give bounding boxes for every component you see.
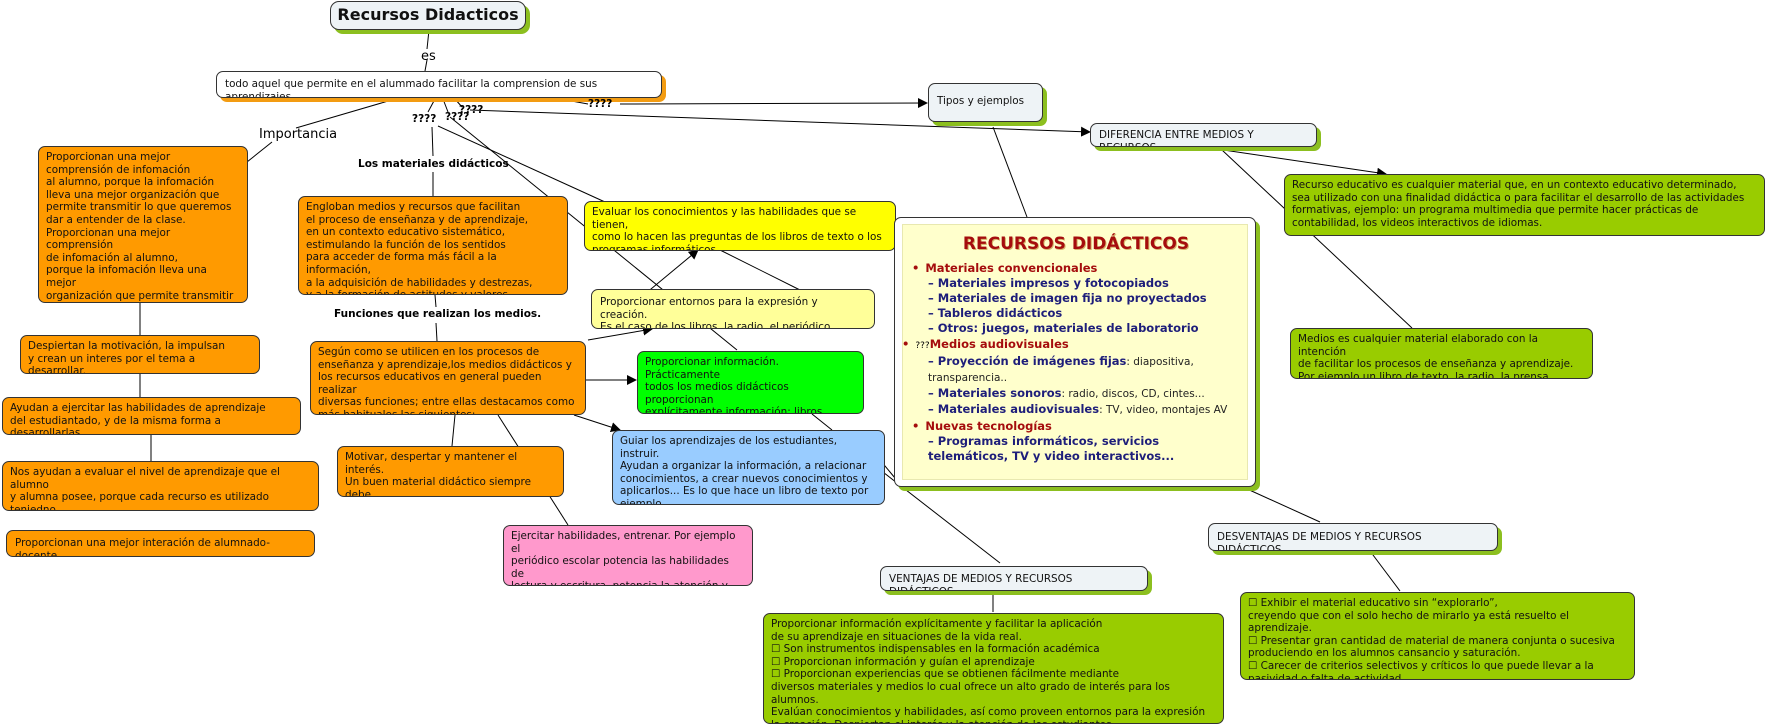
diferencia-node[interactable]: DIFERENCIA ENTRE MEDIOS Y RECURSOS (1090, 123, 1317, 147)
slide-section-prefix: ??? (915, 341, 930, 351)
slide-section-convencionales: Materiales convencionales (912, 260, 1240, 276)
link-entornos-evaluar (719, 249, 801, 291)
medio-def-node[interactable]: Medios es cualquier material elaborado c… (1290, 328, 1593, 379)
slide-section-audiovisuales: ???Medios audiovisuales (902, 336, 1240, 354)
link-def-q3 (454, 98, 463, 108)
slide-item: Proyección de imágenes fijas: diapositiv… (912, 354, 1240, 386)
link-es-definicion (424, 59, 428, 72)
link-def-q4 (554, 97, 589, 105)
slide-section-tecnologias: Nuevas tecnologías (912, 418, 1240, 434)
slide-item-detail: : radio, discos, CD, cintes... (1061, 388, 1205, 400)
label-funciones: Funciones que realizan los medios. (334, 308, 542, 320)
label-q2: ???? (445, 111, 470, 123)
importancia-4-node[interactable]: Nos ayudan a evaluar el nivel de aprendi… (2, 461, 319, 511)
slide-item: Tableros didácticos (912, 306, 1240, 321)
label-q3: ???? (459, 104, 484, 116)
slide-item: Materiales sonoros: radio, discos, CD, c… (912, 386, 1240, 402)
guiar-node[interactable]: Guiar los aprendizajes de los estudiante… (612, 430, 885, 505)
link-engloban-funciones (434, 294, 437, 308)
link-diferencia-medio (1221, 149, 1413, 329)
informacion-node[interactable]: Proporcionar información. Prácticamente … (637, 351, 864, 414)
link-informacion-guiar (811, 413, 833, 431)
link-diferencia-recurso (1209, 147, 1387, 178)
link-segun-entornos (587, 325, 653, 341)
desventajas-detalle-node[interactable]: ☐ Exhibir el material educativo sin “exp… (1240, 592, 1635, 680)
link-def-importancia (295, 98, 396, 129)
recurso-def-node[interactable]: Recurso educativo es cualquier material … (1284, 174, 1765, 236)
slide-item-detail: : diapositiva, transparencia.. (928, 356, 1194, 384)
label-q4: ???? (588, 98, 613, 110)
slide-item: Materiales de imagen fija no proyectados (912, 291, 1240, 306)
link-segun-guiar (573, 414, 621, 432)
ventajas-detalle-node[interactable]: Proporcionar información explícitamente … (763, 613, 1224, 724)
definicion-node[interactable]: todo aquel que permite en el alummado fa… (216, 71, 662, 98)
title-node[interactable]: Recursos Didacticos (330, 1, 526, 30)
ventajas-node[interactable]: VENTAJAS DE MEDIOS Y RECURSOS DIDÁCTICOS (880, 566, 1148, 591)
link-def-diferencia (469, 109, 1091, 137)
desventajas-node[interactable]: DESVENTAJAS DE MEDIOS Y RECURSOS DIDÁCTI… (1208, 523, 1498, 551)
link-def-q1 (427, 98, 436, 113)
slide-item: Materiales impresos y fotocopiados (912, 276, 1240, 291)
slide-title: RECURSOS DIDÁCTICOS (962, 234, 1190, 254)
engloban-node[interactable]: Engloban medios y recursos que facilitan… (298, 196, 568, 295)
link-segun-motivar (451, 414, 456, 447)
link-def-q2 (442, 98, 449, 113)
importancia-1-node[interactable]: Proporcionan una mejor comprensión de in… (38, 146, 248, 303)
recursos-didacticos-slide: RECURSOS DIDÁCTICOS Materiales convencio… (894, 217, 1256, 487)
link-q2-entornos (437, 125, 606, 203)
ejercitar-node[interactable]: Ejercitar habilidades, entrenar. Por eje… (503, 525, 753, 586)
slide-item: Materiales audiovisuales: TV, video, mon… (912, 402, 1240, 418)
slide-item-label: Materiales sonoros (937, 386, 1062, 400)
entornos-node[interactable]: Proporcionar entornos para la expresión … (591, 289, 875, 329)
link-tipos-slide (992, 126, 1028, 218)
evaluar-node[interactable]: Evaluar los conocimientos y las habilida… (584, 201, 896, 251)
tipos-node[interactable]: Tipos y ejemplos (928, 83, 1043, 122)
label-importancia: Importancia (259, 127, 338, 142)
slide-item-label: Materiales audiovisuales (937, 402, 1100, 416)
motivar-node[interactable]: Motivar, despertar y mantener el interés… (337, 446, 564, 497)
label-es: es (421, 49, 436, 64)
link-q1-materiales (431, 126, 434, 157)
slide-item: Otros: juegos, materiales de laboratorio (912, 321, 1240, 336)
slide-item: Programas informáticos, servicios telemá… (912, 434, 1240, 464)
importancia-5-node[interactable]: Proporcionan una mejor interación de alu… (6, 530, 315, 557)
label-q1: ???? (412, 113, 437, 125)
slide-item-detail: : TV, video, montajes AV (1099, 404, 1228, 416)
segun-node[interactable]: Según como se utilicen en los procesos d… (310, 341, 586, 415)
link-slide-desventajas (1244, 487, 1321, 523)
link-functions-ventajas (869, 461, 1001, 564)
slide-item-label: Proyección de imágenes fijas (937, 354, 1127, 368)
slide-content: RECURSOS DIDÁCTICOS Materiales convencio… (902, 224, 1248, 480)
link-desventajas-det (1369, 550, 1401, 592)
link-title-es (426, 29, 430, 50)
slide-section-audiovisuales-label: Medios audiovisuales (929, 337, 1069, 351)
link-funciones-segun (435, 322, 438, 342)
link-importancia-imp1 (246, 141, 273, 163)
link-q4-tipos (619, 98, 928, 109)
importancia-3-node[interactable]: Ayudan a ejercitar las habilidades de ap… (2, 397, 301, 435)
importancia-2-node[interactable]: Despiertan la motivación, la impulsan y … (20, 335, 260, 374)
label-materiales: Los materiales didácticos (358, 158, 509, 170)
